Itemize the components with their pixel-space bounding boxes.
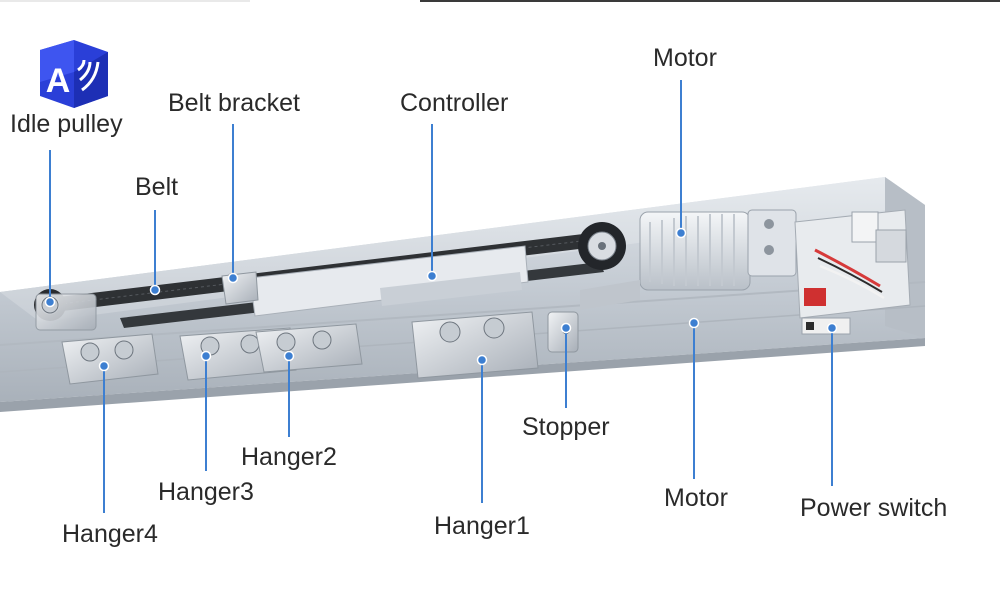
label-stopper: Stopper: [522, 413, 610, 441]
dot-hanger4: [98, 360, 110, 372]
controller-box: [249, 245, 529, 317]
dot-hanger2: [283, 350, 295, 362]
top-edge-line: [0, 0, 250, 2]
company-logo: A: [40, 40, 108, 108]
dot-motor-top: [675, 227, 687, 239]
label-hanger1: Hanger1: [434, 512, 530, 540]
motor-assembly: [578, 209, 797, 310]
logo-letter: A: [46, 62, 71, 100]
top-edge-dark-line: [420, 0, 1000, 2]
power-switch-box: [794, 209, 911, 335]
label-power-switch: Power switch: [800, 494, 948, 522]
label-motor-top: Motor: [653, 44, 717, 72]
leader-dots: [44, 227, 838, 372]
label-hanger4: Hanger4: [62, 520, 158, 548]
dot-power-switch: [826, 322, 838, 334]
dot-belt: [149, 284, 161, 296]
label-motor-bottom: Motor: [664, 484, 728, 512]
label-controller: Controller: [400, 89, 509, 117]
dot-idle-pulley: [44, 296, 56, 308]
label-belt: Belt: [135, 173, 179, 201]
idle-pulley-part: [34, 289, 97, 331]
dot-motor-bottom: [688, 317, 700, 329]
dot-hanger3: [200, 350, 212, 362]
dot-belt-bracket: [227, 272, 239, 284]
label-belt-bracket: Belt bracket: [168, 89, 301, 117]
dot-controller: [426, 270, 438, 282]
hanger-parts: [61, 311, 539, 385]
dot-hanger1: [476, 354, 488, 366]
leader-lines: [49, 80, 833, 513]
dot-stopper: [560, 322, 572, 334]
label-idle-pulley: Idle pulley: [10, 110, 123, 138]
label-hanger2: Hanger2: [241, 443, 337, 471]
belt-bracket-part: [221, 271, 259, 305]
label-hanger3: Hanger3: [158, 478, 254, 506]
